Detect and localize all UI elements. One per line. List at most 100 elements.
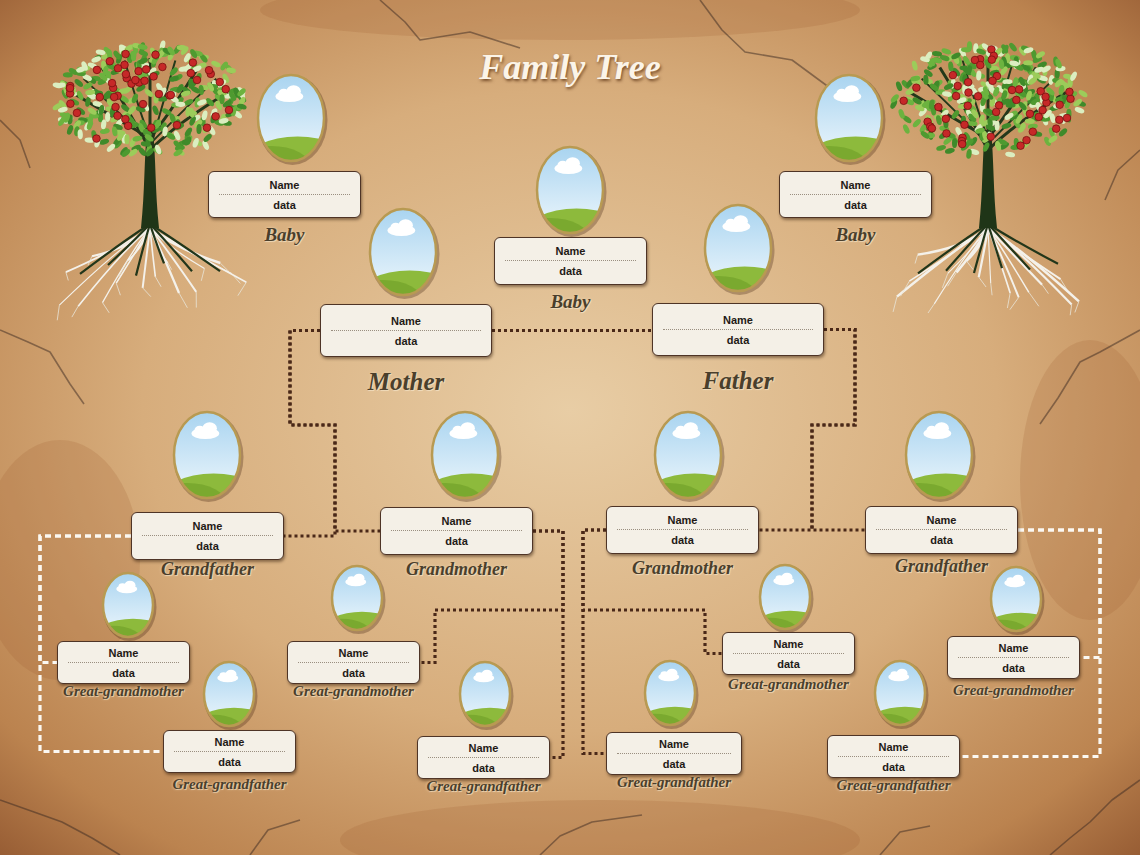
- oval-border: [204, 662, 254, 726]
- apple: [96, 93, 104, 101]
- apple: [173, 121, 181, 129]
- root: [143, 288, 151, 297]
- name-field: Name: [879, 740, 909, 754]
- root: [974, 224, 988, 273]
- relation-label: Great-grandmother: [953, 682, 1074, 699]
- connector: [533, 531, 563, 758]
- cloud: [1004, 575, 1025, 587]
- leaf: [236, 87, 247, 98]
- leaf: [218, 117, 229, 124]
- apple: [189, 59, 197, 67]
- oval-border: [875, 661, 925, 725]
- oval-border: [370, 209, 436, 295]
- leaf: [105, 112, 111, 122]
- leaf: [1023, 60, 1033, 65]
- root: [1007, 293, 1010, 308]
- apple: [147, 124, 155, 132]
- leaf: [191, 137, 199, 148]
- connector: [759, 330, 855, 531]
- name-field: Name: [193, 519, 223, 533]
- relation-label: Great-grandmother: [63, 683, 184, 700]
- name-field: Name: [270, 178, 300, 192]
- root: [988, 228, 1042, 285]
- branch: [987, 58, 990, 144]
- leaf: [151, 105, 160, 116]
- apple: [935, 103, 943, 111]
- cloud: [722, 215, 750, 232]
- apple: [225, 106, 233, 114]
- root: [150, 224, 220, 271]
- leaf: [106, 143, 117, 154]
- apple: [987, 133, 995, 141]
- apple: [216, 78, 224, 86]
- person-card: NamedataGreat-grandfather: [606, 732, 742, 775]
- leaf: [168, 75, 179, 83]
- data-field: data: [777, 657, 800, 671]
- apple: [159, 63, 167, 71]
- leaf: [1034, 66, 1045, 74]
- photo-oval: [312, 566, 402, 651]
- root: [901, 281, 910, 296]
- root: [1029, 292, 1039, 306]
- leaf: [1053, 78, 1063, 89]
- person-card: NamedataGrandfather: [131, 512, 284, 560]
- person-card: NamedataBaby: [779, 171, 932, 218]
- cloud: [473, 670, 494, 682]
- data-field: data: [445, 534, 468, 548]
- leaf: [895, 81, 903, 92]
- leaf: [1025, 118, 1035, 124]
- leaf: [910, 75, 921, 82]
- data-field: data: [671, 533, 694, 547]
- separator: [663, 329, 813, 330]
- root: [88, 256, 92, 265]
- leaf: [1023, 46, 1034, 54]
- leaf: [97, 105, 106, 116]
- apple: [964, 78, 972, 86]
- separator: [733, 653, 844, 654]
- leaf: [1005, 151, 1016, 158]
- cloud: [554, 157, 582, 174]
- leaf: [201, 110, 208, 121]
- leaf: [1009, 60, 1020, 67]
- leaf: [911, 60, 919, 71]
- apple: [900, 97, 908, 105]
- name-field: Name: [999, 641, 1029, 655]
- leaf: [100, 119, 107, 130]
- leaf: [112, 49, 122, 60]
- cloud: [833, 85, 861, 102]
- relation-label: Grandmother: [406, 560, 507, 580]
- root: [893, 297, 897, 312]
- leaf: [130, 50, 137, 61]
- cloud: [116, 581, 137, 593]
- leaf: [143, 88, 154, 98]
- separator: [219, 194, 350, 195]
- leaf: [944, 147, 955, 155]
- apple: [1017, 142, 1025, 150]
- leaf: [998, 59, 1004, 70]
- leaf: [1069, 71, 1078, 82]
- leaf: [132, 135, 143, 142]
- leaf: [138, 49, 149, 58]
- separator: [838, 756, 949, 757]
- relation-label: Baby: [550, 292, 590, 313]
- root: [1070, 305, 1071, 316]
- root: [928, 304, 934, 313]
- apple: [73, 109, 81, 117]
- leaf: [82, 81, 93, 91]
- apple: [187, 69, 195, 77]
- data-field: data: [1002, 661, 1025, 675]
- leaf: [967, 121, 977, 127]
- person-card: NamedataGrandmother: [380, 507, 533, 555]
- leaf: [85, 89, 96, 95]
- apple: [203, 124, 211, 132]
- leaf: [202, 133, 213, 144]
- separator: [617, 753, 731, 754]
- leaf: [206, 81, 215, 92]
- leaf: [1001, 122, 1012, 130]
- apple: [110, 93, 118, 101]
- apple: [961, 121, 969, 129]
- apple: [1023, 136, 1031, 144]
- person-card: NamedataFather: [652, 303, 824, 356]
- separator: [331, 330, 481, 331]
